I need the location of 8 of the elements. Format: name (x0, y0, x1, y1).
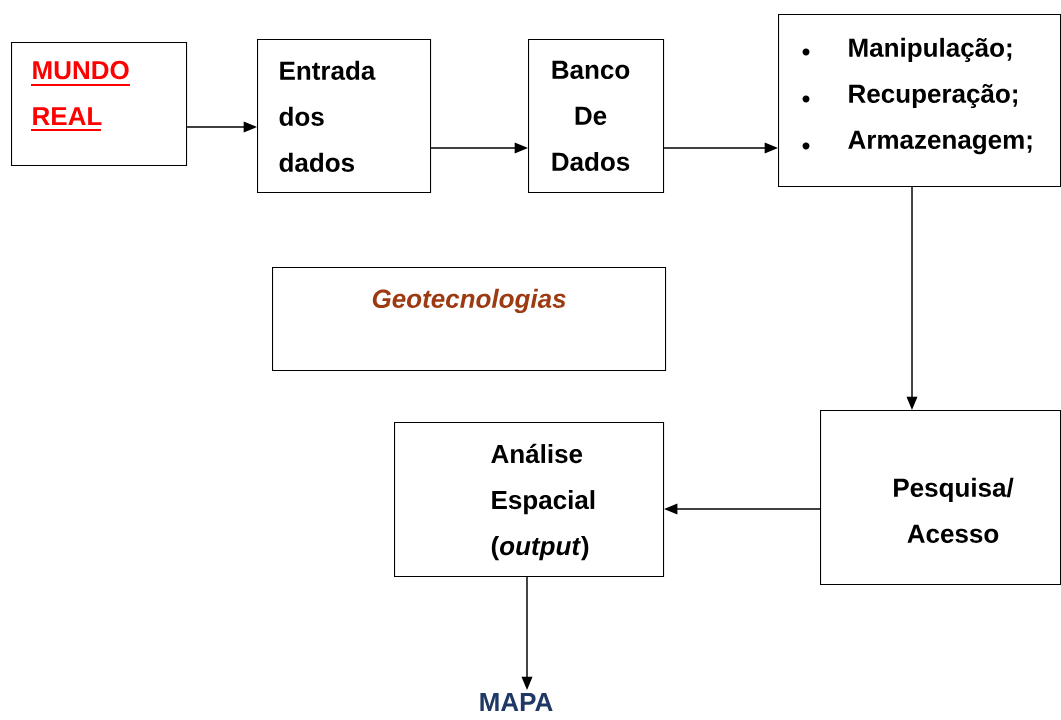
process-box: Pesquisa/ Acesso (820, 410, 1061, 586)
process-box: Análise Espacial (output) (394, 422, 665, 578)
title-box: Geotecnologias (272, 267, 667, 372)
list-box: Manipulação; Recuperação; Armazenagem; (778, 14, 1061, 188)
process-box: MUNDO REAL (11, 42, 188, 167)
output-label: MAPA (480, 693, 553, 711)
process-box: Entrada dos dados (257, 39, 432, 194)
process-box: Banco De Dados (528, 39, 665, 194)
